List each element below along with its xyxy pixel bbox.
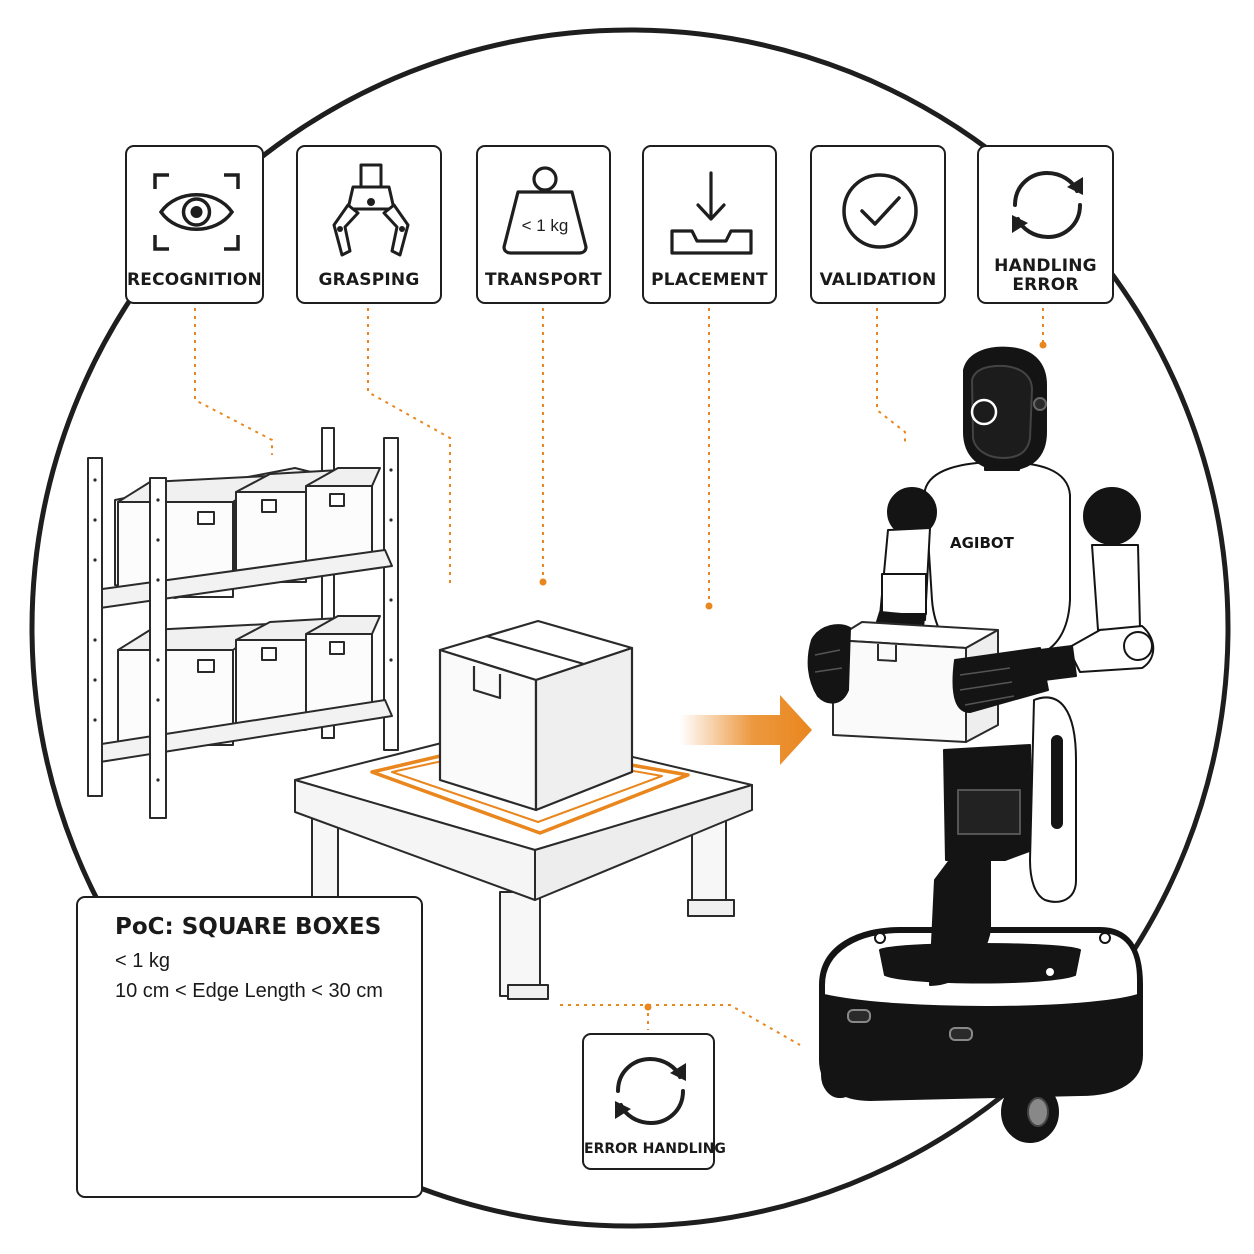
poc-specification-panel: PoC: SQUARE BOXES < 1 kg 10 cm < Edge Le… [76, 896, 423, 1198]
refresh-icon [1012, 170, 1083, 240]
storage-shelf [87, 427, 399, 819]
poc-weight-limit: < 1 kg [115, 950, 171, 972]
weight-limit-text: < 1 kg [522, 216, 569, 235]
gripper-icon [332, 163, 410, 257]
step-card-transport: < 1 kg TRANSPORT [476, 145, 611, 304]
eye-icon [153, 173, 240, 251]
placement-tray-icon [670, 171, 753, 255]
refresh-icon [615, 1056, 686, 1126]
checkmark-icon [842, 173, 918, 249]
box-on-table [438, 619, 634, 812]
connector-lines [194, 308, 1044, 1046]
step-label: PLACEMENT [651, 270, 768, 290]
step-label: HANDLING ERROR [994, 256, 1097, 295]
work-table [294, 726, 753, 1000]
robot-brand-label: AGIBOT [950, 534, 1015, 552]
scene-boundary-circle [29, 27, 1231, 1229]
weight-icon: < 1 kg [502, 166, 588, 255]
agibot-robot: AGIBOT [807, 346, 1155, 1143]
step-card-recognition: RECOGNITION [125, 145, 264, 304]
transfer-arrow [680, 695, 812, 765]
step-card-handling-error: HANDLING ERROR [977, 145, 1114, 304]
step-label: GRASPING [318, 270, 420, 290]
step-label: VALIDATION [819, 270, 937, 290]
error-handling-label: ERROR HANDLING [584, 1141, 726, 1157]
step-label: RECOGNITION [127, 270, 262, 290]
step-card-validation: VALIDATION [810, 145, 946, 304]
poc-size-limit: 10 cm < Edge Length < 30 cm [115, 980, 383, 1002]
error-handling-card: ERROR HANDLING [582, 1033, 726, 1170]
step-label: TRANSPORT [485, 270, 602, 290]
step-card-placement: PLACEMENT [642, 145, 777, 304]
step-card-grasping: GRASPING [296, 145, 442, 304]
poc-title: PoC: SQUARE BOXES [115, 914, 382, 940]
